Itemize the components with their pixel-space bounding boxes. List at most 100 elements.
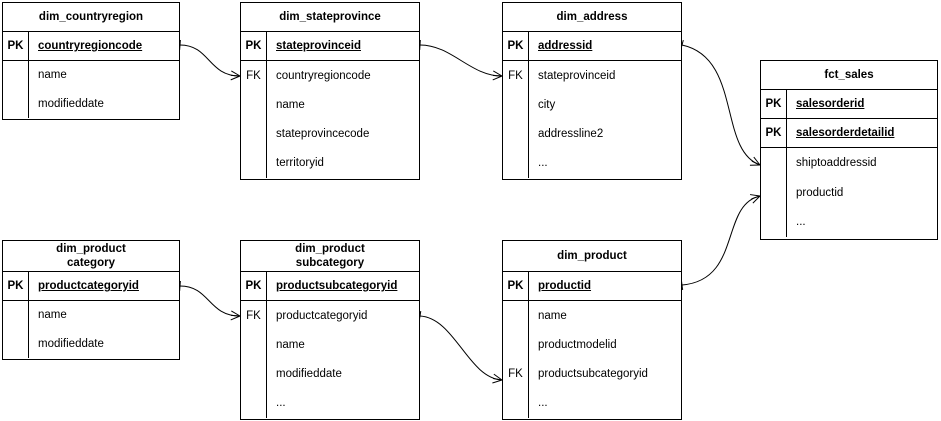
pk-attribute-name: salesorderid <box>796 98 865 110</box>
attribute-name: modifieddate <box>38 97 104 110</box>
attribute-key-slot <box>3 330 28 359</box>
cardinality-many-prong <box>230 315 241 321</box>
attribute-name: ... <box>538 157 548 170</box>
attribute-key-slot <box>503 149 528 178</box>
attribute-key-slot <box>761 148 786 178</box>
attribute-name: city <box>538 98 556 111</box>
entity-title: fct_sales <box>761 61 937 90</box>
attribute-name: shiptoaddressid <box>796 156 877 169</box>
relationship-line <box>419 315 503 381</box>
attribute-key-column <box>3 61 29 118</box>
attribute-name: countryregioncode <box>276 69 371 82</box>
pk-row[interactable]: PK addressid <box>503 32 681 61</box>
attribute-block: shiptoaddressid productid... <box>761 148 937 237</box>
attribute-name: productmodelid <box>538 338 617 351</box>
pk-row[interactable]: PK salesorderid <box>761 90 937 119</box>
pk-marker: PK <box>503 272 529 300</box>
attribute-key-slot <box>761 178 786 208</box>
fk-marker: FK <box>508 69 523 82</box>
cardinality-many-prong <box>493 378 503 381</box>
entity-title: dim_address <box>503 3 681 32</box>
pk-marker: PK <box>3 32 29 60</box>
cardinality-many-prong <box>231 310 241 317</box>
cardinality-many-prong <box>231 70 241 77</box>
fk-marker: FK <box>246 69 261 82</box>
attribute-key-slot <box>241 120 266 149</box>
pk-row[interactable]: PK countryregioncode <box>3 32 179 61</box>
entity-title: dim_stateprovince <box>241 3 419 32</box>
relationship-line <box>419 44 503 77</box>
entity-title-line: fct_sales <box>824 69 874 81</box>
cardinality-many-prong <box>230 74 241 77</box>
pk-attribute-name: addressid <box>538 40 593 52</box>
attribute-key-column: FK <box>241 301 267 418</box>
entity-title: dim_countryregion <box>3 3 179 32</box>
attribute-name: stateprovinceid <box>538 69 616 82</box>
relationship-line <box>179 44 241 77</box>
attribute-key-slot <box>503 301 528 330</box>
attribute-key-slot <box>241 389 266 418</box>
attribute-key-slot <box>241 90 266 119</box>
pk-marker: PK <box>503 32 529 60</box>
entity-title-line: dim_stateprovince <box>279 11 381 23</box>
pk-row[interactable]: PK productcategoryid <box>3 272 179 301</box>
attribute-name: ... <box>538 397 548 410</box>
pk-attribute-name: productid <box>538 280 592 292</box>
attribute-name: name <box>276 98 305 111</box>
attribute-name-column: name productmodelid productsubcategoryid..… <box>529 301 681 418</box>
relationship-rel-countryregion-stateprovince <box>179 39 241 81</box>
attribute-key-column <box>3 301 29 358</box>
attribute-key-slot <box>241 330 266 359</box>
pk-attribute-name: productcategoryid <box>38 280 139 292</box>
relationship-rel-stateprovince-address <box>419 39 503 81</box>
cardinality-many-prong <box>493 70 503 77</box>
cardinality-many-prong <box>751 160 761 166</box>
relationship-rel-productcategory-subcategory <box>179 280 241 321</box>
fk-marker: FK <box>508 368 523 381</box>
pk-attribute-name: productsubcategoryid <box>276 280 398 292</box>
relationship-rel-address-sales <box>680 40 761 166</box>
pk-marker: PK <box>3 272 29 300</box>
attribute-name: productsubcategoryid <box>538 368 648 381</box>
attribute-name: ... <box>796 216 806 229</box>
pk-marker: PK <box>761 90 787 118</box>
cardinality-many-prong <box>749 194 761 197</box>
entity-title-line: subcategory <box>295 257 365 269</box>
attribute-key-slot <box>3 90 28 119</box>
attribute-name: productid <box>796 186 844 199</box>
relationship-rel-product-sales <box>680 194 761 291</box>
attribute-name: name <box>38 69 67 82</box>
fk-marker: FK <box>246 309 261 322</box>
attribute-name: name <box>538 309 567 322</box>
relationship-rel-subcategory-product <box>418 310 503 384</box>
attribute-name: stateprovincecode <box>276 128 370 141</box>
attribute-key-slot <box>761 207 786 237</box>
attribute-name: ... <box>276 397 286 410</box>
pk-attribute-name: countryregioncode <box>38 40 143 52</box>
pk-marker: PK <box>241 32 267 60</box>
attribute-key-slot <box>503 90 528 119</box>
cardinality-many-prong <box>493 373 503 381</box>
attribute-key-slot <box>3 301 28 330</box>
cardinality-many-prong <box>230 314 241 317</box>
pk-row[interactable]: PK productid <box>503 272 681 301</box>
